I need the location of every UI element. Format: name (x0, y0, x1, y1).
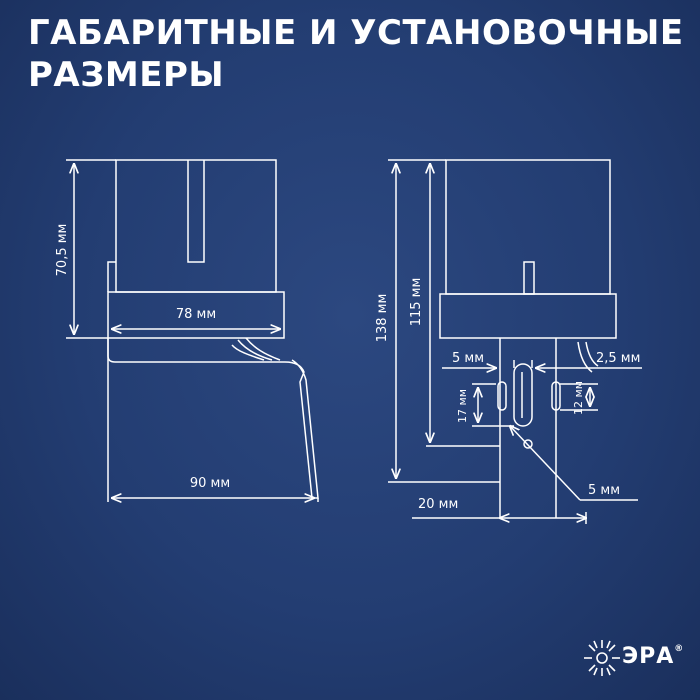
title-line-1: ГАБАРИТНЫЕ И УСТАНОВОЧНЫЕ (28, 13, 684, 53)
label-height-total: 138 мм (375, 294, 390, 343)
label-hole-offset: 20 мм (418, 497, 458, 512)
label-width-body: 78 мм (176, 307, 216, 322)
label-height-left: 70,5 мм (55, 224, 70, 277)
label-slot-gap: 12 мм (572, 381, 585, 415)
left-device-body (107, 159, 285, 339)
right-dimension-lines (388, 159, 642, 524)
sunburst-icon (584, 640, 620, 676)
page-title: ГАБАРИТНЫЕ И УСТАНОВОЧНЫЕ РАЗМЕРЫ (28, 12, 684, 96)
label-slot-length: 17 мм (456, 389, 469, 423)
label-width-bracket: 90 мм (190, 476, 230, 491)
label-slot-thickness: 2,5 мм (596, 351, 640, 366)
left-mounting-bracket (107, 337, 319, 499)
label-hole-diameter: 5 мм (588, 483, 620, 498)
label-height-body: 115 мм (409, 278, 424, 327)
brand-name: ЭРА (622, 644, 675, 669)
label-slot-width: 5 мм (452, 351, 484, 366)
registered-mark: ® (674, 644, 685, 654)
right-device-body (439, 159, 617, 339)
brand-logo-text: ЭРА® (622, 644, 684, 669)
left-dimension-lines (66, 159, 319, 502)
title-line-2: РАЗМЕРЫ (28, 55, 225, 95)
right-mounting-bracket (497, 338, 599, 518)
brand-logo: ЭРА® (582, 630, 692, 686)
